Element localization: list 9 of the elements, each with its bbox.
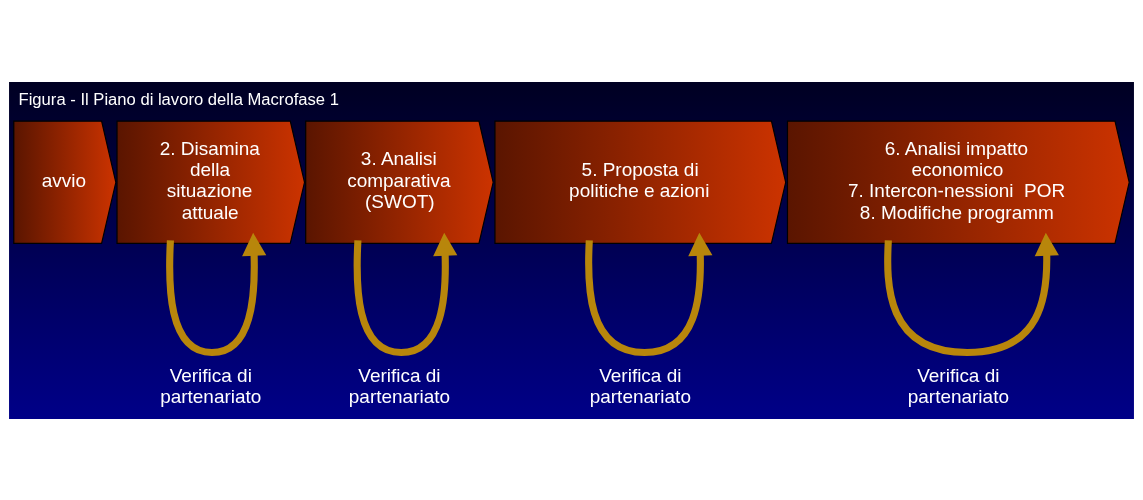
- arrow: [166, 232, 267, 356]
- label: Verifica di partenariato: [589, 364, 691, 407]
- label: Verifica di partenariato: [160, 364, 262, 407]
- diagram-title: Figura - Il Piano di lavoro della Macrofase 1: [18, 89, 339, 109]
- arrow: [585, 232, 713, 356]
- arrow: [353, 232, 458, 356]
- label: Verifica di partenariato: [348, 364, 451, 407]
- arrow: [884, 232, 1059, 356]
- label: Verifica di partenariato: [907, 364, 1009, 407]
